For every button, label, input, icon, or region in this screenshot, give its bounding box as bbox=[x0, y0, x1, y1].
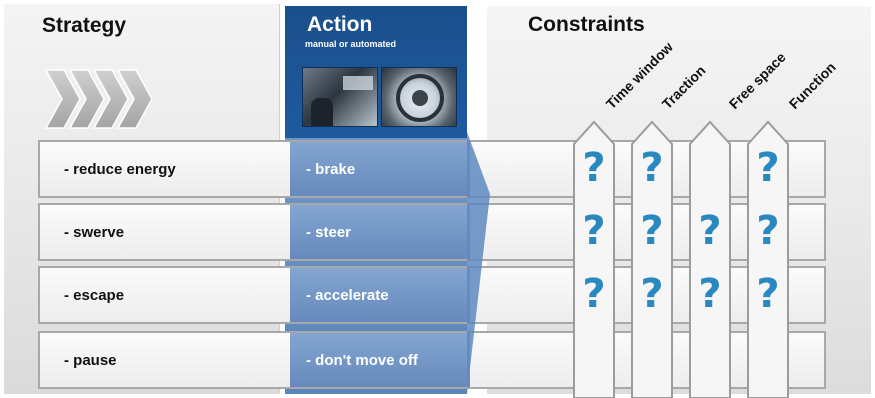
chevron-right-icon bbox=[44, 69, 153, 129]
driver-photo bbox=[302, 67, 378, 127]
fence-post-icon bbox=[688, 120, 732, 398]
strategy-label: - swerve bbox=[64, 223, 125, 241]
strategy-heading: Strategy bbox=[42, 14, 127, 37]
question-mark-icon: ? bbox=[756, 208, 780, 254]
question-mark-icon: ? bbox=[698, 271, 722, 317]
action-arrow-icon bbox=[467, 132, 490, 394]
steering-wheel-photo bbox=[381, 67, 457, 127]
question-mark-icon: ? bbox=[582, 271, 606, 317]
action-label: - accelerate bbox=[290, 268, 470, 322]
question-mark-icon: ? bbox=[756, 145, 780, 191]
action-label: - don't move off bbox=[290, 333, 470, 387]
question-mark-icon: ? bbox=[582, 145, 606, 191]
question-mark-icon: ? bbox=[698, 208, 722, 254]
constraints-heading: Constraints bbox=[528, 13, 645, 36]
strategy-label: - escape bbox=[64, 286, 125, 304]
question-mark-icon: ? bbox=[640, 145, 664, 191]
fence-post-icon bbox=[572, 120, 616, 398]
action-label: - brake bbox=[290, 142, 470, 196]
constraints-panel bbox=[487, 6, 871, 394]
fence-post-icon bbox=[630, 120, 674, 398]
question-mark-icon: ? bbox=[640, 208, 664, 254]
question-mark-icon: ? bbox=[640, 271, 664, 317]
action-subheading: manual or automated bbox=[305, 39, 397, 49]
question-mark-icon: ? bbox=[582, 208, 606, 254]
action-label: - steer bbox=[290, 205, 470, 259]
question-mark-icon: ? bbox=[756, 271, 780, 317]
fence-post-icon bbox=[746, 120, 790, 398]
strategy-panel bbox=[4, 4, 280, 394]
strategy-label: - reduce energy bbox=[64, 160, 176, 178]
action-heading: Action bbox=[307, 13, 373, 36]
strategy-label: - pause bbox=[64, 351, 117, 369]
